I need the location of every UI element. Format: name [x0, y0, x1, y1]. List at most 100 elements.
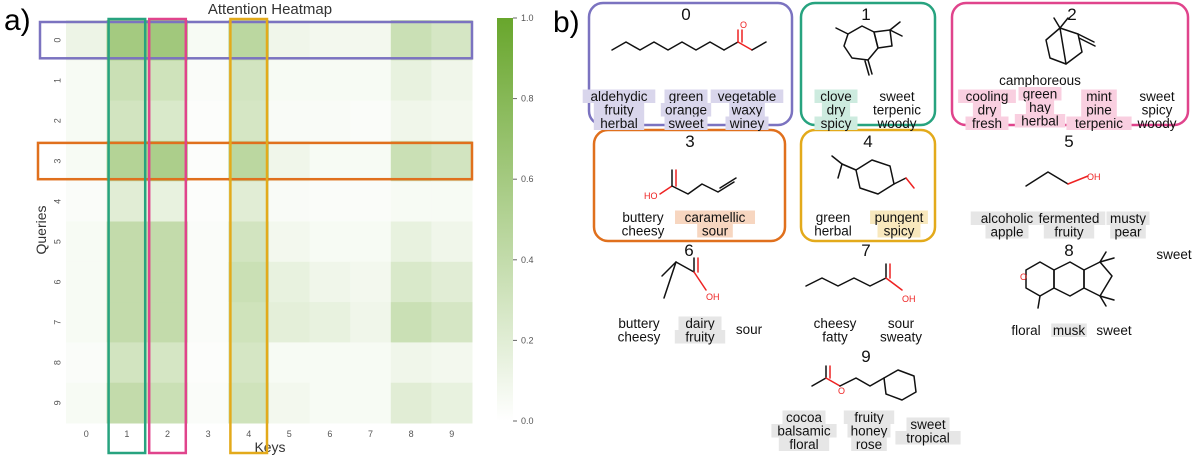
- odor-label-apple: apple: [990, 224, 1023, 239]
- heatmap-cell-q5-k8: [390, 221, 432, 263]
- heatmap-cell-q8-k6: [309, 342, 351, 384]
- heatmap-cell-q1-k6: [309, 60, 351, 102]
- heatmap-cell-q0-k7: [350, 20, 392, 61]
- odor-label-cocoa: cocoa: [786, 410, 823, 425]
- odor-highlight: [814, 89, 858, 103]
- colorbar-tick-label: 0.2: [521, 335, 534, 345]
- heatmap-cell-q5-k1: [106, 221, 148, 263]
- colorbar-ticks: 0.00.20.40.60.81.0: [513, 13, 534, 426]
- molecule-9-number: 9: [861, 347, 870, 366]
- heatmap-cell-q1-k3: [187, 60, 229, 102]
- heatmap-cell-q6-k7: [350, 261, 392, 303]
- heatmap-cell-q4-k1: [106, 181, 148, 222]
- odor-highlight: [1106, 211, 1150, 225]
- odor-highlight: [725, 116, 769, 130]
- heatmap-cell-q6-k6: [309, 261, 351, 303]
- molecule-0-number: 0: [681, 5, 690, 24]
- odor-highlight: [660, 103, 712, 117]
- heatmap-cell-q8-k9: [431, 342, 473, 384]
- y-tick-label: 9: [52, 400, 62, 405]
- odor-label-buttery: buttery: [622, 210, 664, 225]
- heatmap-cell-q7-k4: [228, 302, 270, 343]
- heatmap-cell-q4-k4: [228, 181, 270, 222]
- y-tick-label: 3: [52, 159, 62, 164]
- heatmap-cell-q9-k5: [269, 382, 311, 424]
- odor-label-hay: hay: [1029, 100, 1051, 115]
- heatmap-cell-q3-k0: [66, 140, 108, 182]
- heatmap-cell-q6-k0: [66, 261, 108, 303]
- heatmap-cell-q2-k1: [106, 100, 148, 142]
- heatmap-cell-q0-k9: [431, 20, 473, 61]
- heatmap-cell-q7-k5: [269, 302, 311, 343]
- odor-highlight: [697, 224, 733, 238]
- odor-highlight: [821, 103, 851, 117]
- heatmap-cell-q1-k5: [269, 60, 311, 102]
- odor-highlight: [1014, 114, 1066, 128]
- odor-label-waxy: waxy: [731, 102, 763, 117]
- odor-label-fruity: fruity: [604, 102, 634, 117]
- heatmap-cell-q2-k3: [187, 100, 229, 142]
- x-tick-label: 7: [368, 429, 373, 439]
- odor-highlight: [1032, 211, 1106, 225]
- odor-label-fruity: fruity: [854, 410, 884, 425]
- odor-highlight: [1081, 103, 1117, 117]
- heatmap-cell-q8-k8: [390, 342, 432, 384]
- colorbar: [497, 18, 513, 421]
- odor-label-musk: musk: [1053, 323, 1086, 338]
- colorbar-tick-label: 0.0: [521, 416, 534, 426]
- heatmap-cell-q9-k7: [350, 382, 392, 424]
- odor-highlight: [664, 89, 708, 103]
- heatmap-cell-q7-k7: [350, 302, 392, 343]
- heatmap-cell-q1-k0: [66, 60, 108, 102]
- odor-highlight: [970, 211, 1044, 225]
- odor-label-balsamic: balsamic: [777, 423, 831, 438]
- odor-highlight: [729, 103, 765, 117]
- column-highlight-k4: [229, 17, 269, 455]
- odor-highlight: [710, 89, 784, 103]
- odor-label-cheesy: cheesy: [622, 223, 665, 238]
- heatmap-cell-q0-k6: [309, 20, 351, 61]
- heatmap-cell-q2-k9: [431, 100, 473, 142]
- heatmap-cell-q3-k4: [228, 140, 270, 182]
- molecule-4-number: 4: [863, 132, 872, 151]
- odor-label-vegetable: vegetable: [718, 89, 777, 104]
- molecule-5-hydroxyl: OH: [1087, 172, 1101, 182]
- odor-label-pear: pear: [1114, 224, 1142, 239]
- odor-highlight: [958, 89, 1016, 103]
- odor-label-floral: floral: [789, 437, 818, 452]
- heatmap-cell-q9-k4: [228, 382, 270, 424]
- odor-label-honey: honey: [851, 423, 888, 438]
- odor-label-spicy: spicy: [821, 116, 852, 131]
- heatmap-cell-q3-k7: [350, 140, 392, 182]
- molecule-3-structure: [659, 169, 737, 195]
- molecule-0-structure: [611, 29, 767, 51]
- heatmap-cell-q2-k5: [269, 100, 311, 142]
- odor-label-cheesy: cheesy: [814, 316, 857, 331]
- heatmap-cell-q6-k4: [228, 261, 270, 303]
- row-highlight-q0: [38, 20, 474, 60]
- heatmap-cell-q5-k0: [66, 221, 108, 263]
- odor-label-herbal: herbal: [1021, 113, 1059, 128]
- heatmap-cell-q1-k2: [147, 60, 189, 102]
- x-tick-label: 2: [165, 429, 170, 439]
- heatmap-cell-q2-k4: [228, 100, 270, 142]
- odor-label-pine: pine: [1086, 102, 1112, 117]
- heatmap-cell-q1-k8: [390, 60, 432, 102]
- odor-label-green: green: [816, 210, 851, 225]
- odor-label-woody: woody: [1136, 116, 1176, 131]
- heatmap-cell-q1-k1: [106, 60, 148, 102]
- odor-label-alcoholic: alcoholic: [981, 211, 1034, 226]
- odor-label-orange: orange: [665, 102, 707, 117]
- odor-highlight: [771, 424, 837, 438]
- heatmap-cell-q6-k5: [269, 261, 311, 303]
- heatmap-cell-q5-k3: [187, 221, 229, 263]
- colorbar-tick-label: 0.8: [521, 94, 534, 104]
- heatmap-cell-q5-k6: [309, 221, 351, 263]
- heatmap-cell-q0-k2: [147, 20, 189, 61]
- heatmap-cell-q4-k6: [309, 181, 351, 222]
- heatmap-cell-q8-k5: [269, 342, 311, 384]
- odor-highlight: [1043, 225, 1095, 239]
- heatmap-cell-q0-k0: [66, 20, 108, 61]
- odor-label-dry: dry: [978, 102, 997, 117]
